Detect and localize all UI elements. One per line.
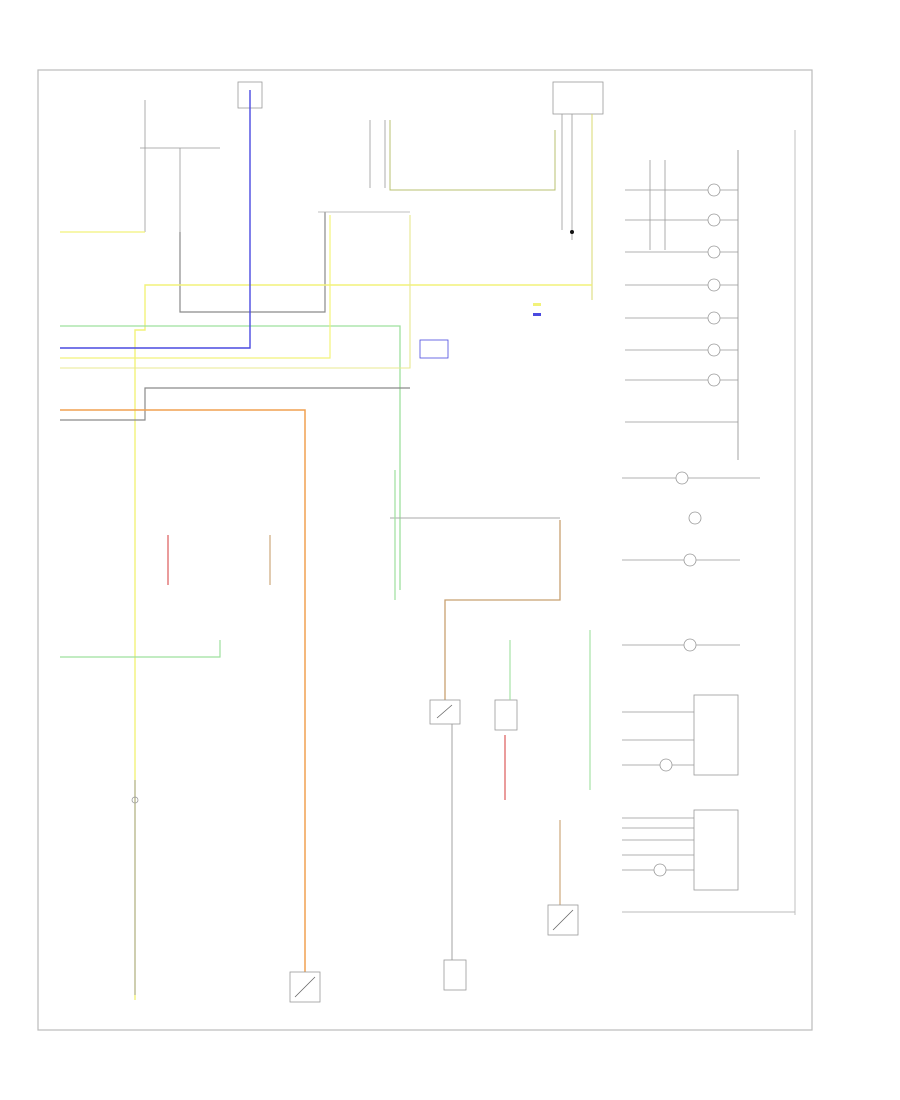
bottom-right-sensor-blade [552, 909, 574, 931]
cluster-gauges [622, 471, 760, 652]
green-wire-lower [60, 640, 221, 658]
cluster-connector-blocks [622, 694, 739, 891]
yellow-wire-second [60, 215, 331, 359]
tan-wire-switch [444, 520, 561, 700]
legend-blue-box [419, 339, 449, 359]
legend-blue-chip [533, 313, 541, 316]
bottom-center-connector [443, 959, 467, 991]
bottom-switch-blade [294, 976, 316, 998]
bottom-left-lamp [131, 796, 139, 804]
blue-wire-main [60, 90, 251, 349]
yellow-wire-main [134, 284, 592, 1000]
cluster-lamp-rows [625, 160, 738, 423]
top-right-component-box [552, 81, 604, 115]
green-wire-main [60, 325, 401, 590]
legend-yellow-chip [533, 303, 541, 306]
orange-wire-main [60, 409, 306, 975]
switch-box-left [429, 699, 461, 725]
diagram-frame [37, 69, 813, 1031]
relay-box-center [494, 699, 518, 731]
gray-wire-loop [179, 212, 326, 313]
top-center-loop-wire [389, 120, 556, 191]
rt-ground-dot [570, 230, 574, 234]
switch-blade-left [436, 704, 453, 719]
yellow-wire-third [60, 215, 411, 369]
gray-wire-left [60, 387, 410, 421]
